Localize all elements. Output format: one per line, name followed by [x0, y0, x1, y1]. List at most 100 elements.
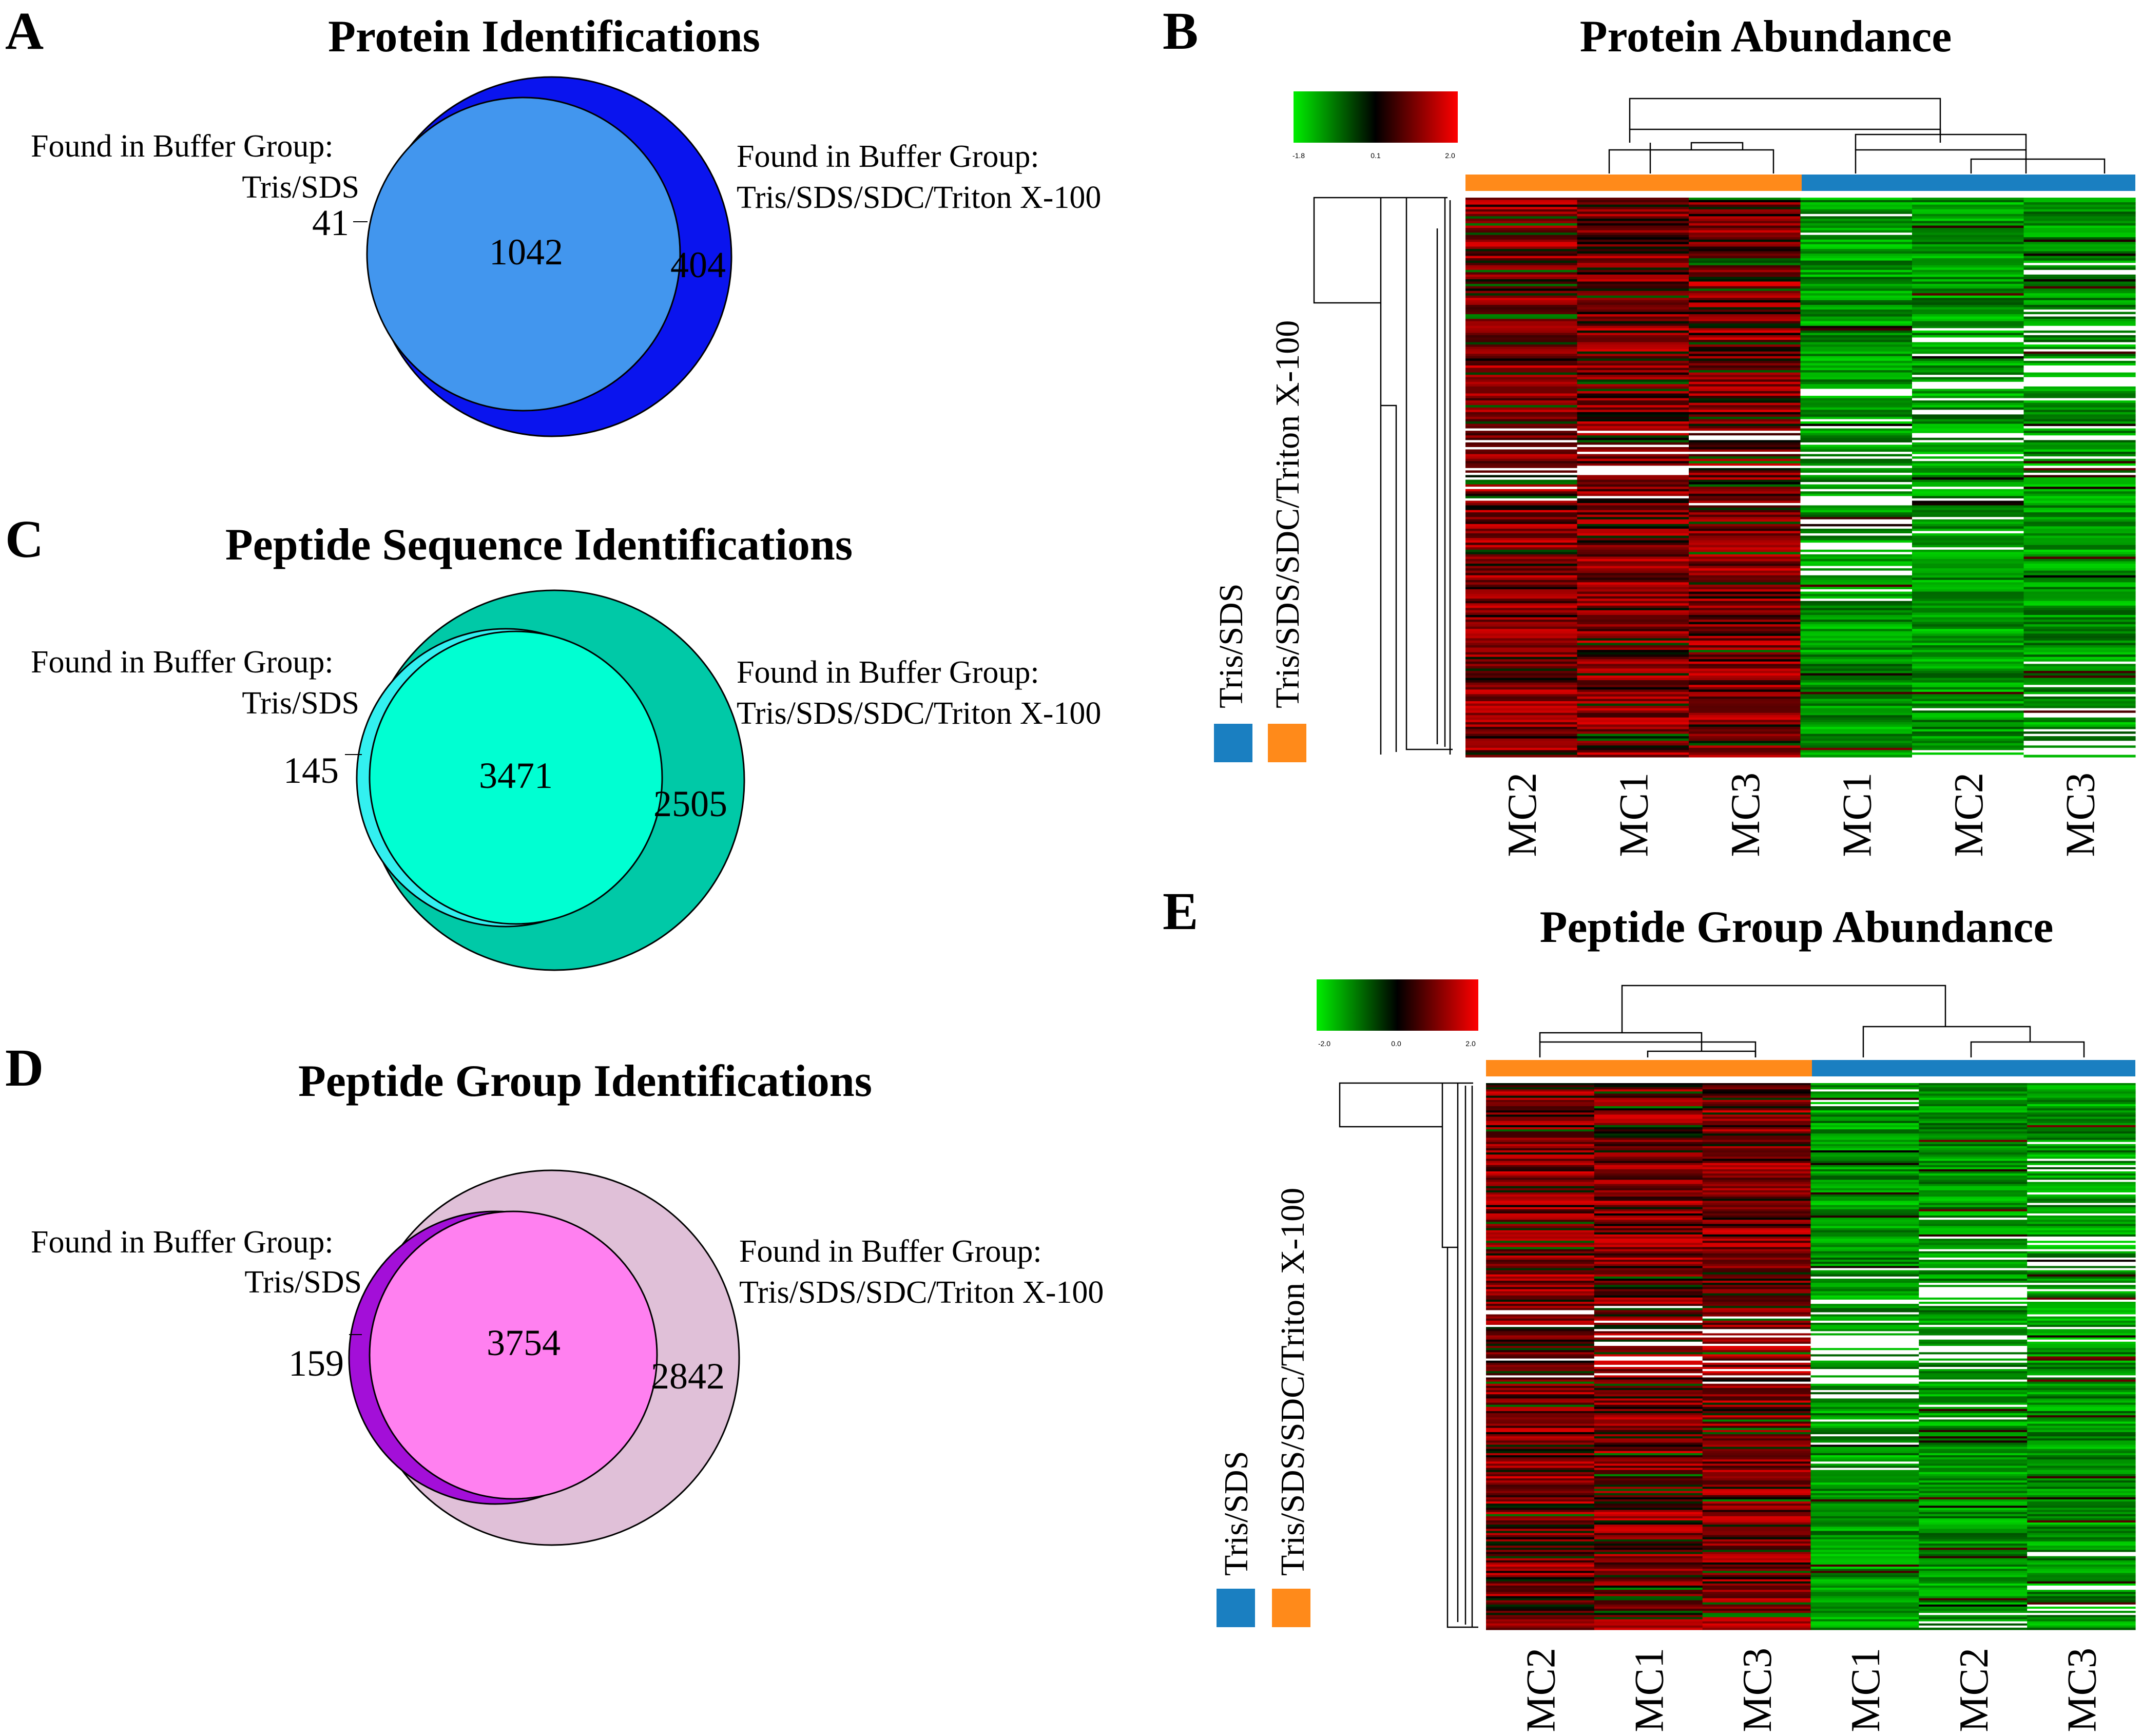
heatmap-cell — [1689, 433, 1801, 436]
heatmap-cell — [1702, 1560, 1811, 1563]
heatmap-cell — [1702, 1100, 1811, 1103]
heatmap-cell — [1800, 626, 1913, 629]
heatmap-cell — [1919, 1537, 2028, 1540]
heatmap-cell — [2027, 1518, 2136, 1521]
heatmap-cell — [1919, 1499, 2028, 1502]
heatmap-cell — [1912, 360, 2024, 364]
heatmap-cell — [1810, 1579, 1919, 1582]
heatmap-cell — [2027, 1495, 2136, 1498]
heatmap-cell — [1594, 1093, 1703, 1096]
heatmap-cell — [1919, 1331, 2028, 1334]
heatmap-cell — [1577, 323, 1689, 326]
heatmap-cell — [2027, 1358, 2136, 1361]
heatmap-cell — [1486, 1253, 1595, 1256]
heatmap-cell — [1465, 500, 1578, 504]
heatmap-cell — [1465, 505, 1578, 508]
heatmap-cell — [1465, 330, 1578, 334]
heatmap-cell — [1465, 431, 1578, 434]
heatmap-cell — [1919, 1131, 2028, 1134]
heatmap-cell — [1465, 233, 1578, 236]
heatmap-cell — [1919, 1602, 2028, 1605]
heatmap-cell — [1594, 1184, 1703, 1187]
heatmap-cell — [1702, 1129, 1811, 1132]
heatmap-cell — [1577, 687, 1689, 690]
heatmap-cell — [1810, 1356, 1919, 1359]
heatmap-cell — [1594, 1146, 1703, 1149]
heatmap-cell — [1577, 214, 1689, 217]
heatmap-cell — [1810, 1522, 1919, 1525]
heatmap-cell — [1594, 1281, 1703, 1283]
heatmap-cell — [1594, 1474, 1703, 1477]
heatmap-cell — [2027, 1552, 2136, 1555]
heatmap-cell — [2027, 1087, 2136, 1090]
heatmap-cell — [2023, 535, 2136, 538]
heatmap-cell — [1577, 416, 1689, 420]
heatmap-cell — [2027, 1112, 2136, 1115]
heatmap-cell — [2027, 1150, 2136, 1153]
heatmap-cell — [1577, 463, 1689, 466]
heatmap-cell — [1486, 1525, 1595, 1527]
heatmap-cell — [2023, 449, 2136, 452]
heatmap-cell — [1702, 1216, 1811, 1218]
heatmap-cell — [2027, 1577, 2136, 1580]
heatmap-cell — [1465, 582, 1578, 585]
heatmap-cell — [2027, 1304, 2136, 1306]
heatmap-cell — [1594, 1276, 1703, 1279]
heatmap-cell — [1702, 1316, 1811, 1319]
heatmap-cell — [2023, 363, 2136, 366]
heatmap-cell — [1912, 437, 2024, 440]
heatmap-cell — [1465, 321, 1578, 324]
heatmap-cell — [1594, 1390, 1703, 1393]
heatmap-cell — [1486, 1085, 1595, 1088]
heatmap-cell — [1689, 715, 1801, 718]
heatmap-cell — [1912, 582, 2024, 585]
heatmap-cell — [1800, 564, 1913, 567]
heatmap-cell — [2027, 1152, 2136, 1155]
heatmap-cell — [1465, 377, 1578, 380]
heatmap-cell — [1702, 1163, 1811, 1166]
heatmap-cell — [1465, 487, 1578, 490]
heatmap-cell — [1465, 360, 1578, 364]
heatmap-cell — [1810, 1535, 1919, 1538]
heatmap-cell — [1577, 689, 1689, 692]
heatmap-cell — [1689, 594, 1801, 597]
heatmap-cell — [1912, 717, 2024, 720]
heatmap-cell — [1465, 720, 1578, 723]
heatmap-cell — [2027, 1163, 2136, 1166]
heatmap-cell — [1800, 512, 1913, 515]
heatmap-cell — [1702, 1197, 1811, 1199]
color-scale-e — [1317, 979, 1478, 1031]
heatmap-cell — [2027, 1352, 2136, 1355]
heatmap-cell — [1702, 1237, 1811, 1239]
heatmap-cell — [1594, 1606, 1703, 1609]
heatmap-cell — [1689, 505, 1801, 508]
heatmap-column-label: MC3 — [1723, 773, 1768, 857]
heatmap-cell — [1577, 545, 1689, 548]
heatmap-cell — [1810, 1461, 1919, 1464]
heatmap-cell — [1810, 1497, 1919, 1500]
heatmap-cell — [2027, 1095, 2136, 1098]
heatmap-cell — [1702, 1192, 1811, 1195]
heatmap-cell — [1810, 1281, 1919, 1283]
heatmap-cell — [1702, 1348, 1811, 1351]
heatmap-cell — [2023, 487, 2136, 490]
heatmap-cell — [1810, 1346, 1919, 1348]
heatmap-cell — [1689, 484, 1801, 487]
heatmap-cell — [1800, 379, 1913, 382]
heatmap-cell — [1800, 635, 1913, 639]
heatmap-cell — [1919, 1623, 2028, 1626]
heatmap-cell — [2023, 393, 2136, 396]
heatmap-cell — [1577, 300, 1689, 303]
heatmap-cell — [1594, 1544, 1703, 1546]
heatmap-cell — [1912, 293, 2024, 296]
heatmap-cell — [1594, 1304, 1703, 1306]
heatmap-cell — [1912, 216, 2024, 219]
heatmap-cell — [1486, 1581, 1595, 1584]
heatmap-cell — [2023, 738, 2136, 741]
heatmap-cell — [2027, 1544, 2136, 1546]
heatmap-cell — [1702, 1095, 1811, 1098]
heatmap-cell — [1486, 1192, 1595, 1195]
heatmap-cell — [2027, 1377, 2136, 1380]
heatmap-cell — [1912, 587, 2024, 590]
heatmap-cell — [1577, 400, 1689, 403]
